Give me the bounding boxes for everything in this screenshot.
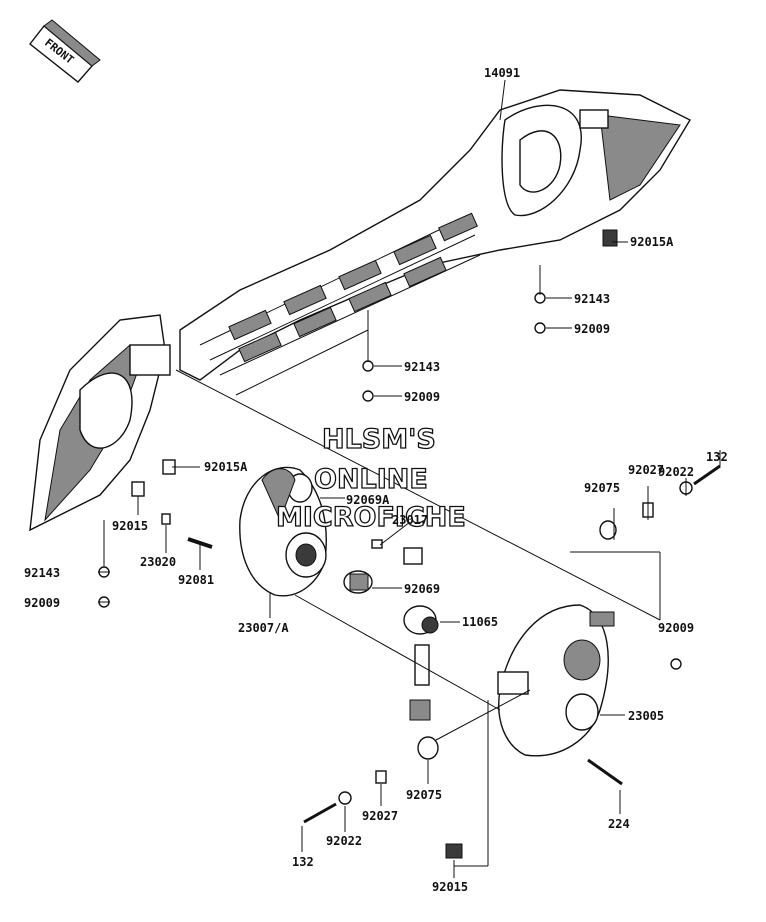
part-labels: 14091 92015A 92143 92009 92143 92009 920… xyxy=(24,66,728,894)
label-92027-bottom: 92027 xyxy=(362,809,398,823)
label-92069: 92069 xyxy=(404,582,440,596)
label-92015-left: 92015 xyxy=(112,519,148,533)
label-92075-right: 92075 xyxy=(584,481,620,495)
bulb-92069 xyxy=(343,570,373,594)
upper-cowl-14091 xyxy=(179,89,691,381)
label-23007a: 23007/A xyxy=(238,621,289,635)
label-92022-bottom: 92022 xyxy=(326,834,362,848)
label-132-right: 132 xyxy=(706,450,728,464)
front-arrow-icon: FRONT xyxy=(29,19,101,83)
label-224: 224 xyxy=(608,817,630,831)
label-23020: 23020 xyxy=(140,555,176,569)
label-92015-bottom: 92015 xyxy=(432,880,468,894)
socket-11065 xyxy=(403,605,439,721)
leader-lines xyxy=(98,79,721,878)
label-92143-top: 92143 xyxy=(574,292,610,306)
label-14091: 14091 xyxy=(484,66,520,80)
headlight-housing-23005 xyxy=(497,604,615,757)
label-23017: 23017 xyxy=(392,513,428,527)
watermark: HLSM'S ONLINE MICROFICHE xyxy=(275,423,466,533)
label-92075-bottom: 92075 xyxy=(406,788,442,802)
label-92143-left: 92143 xyxy=(24,566,60,580)
label-92009-right: 92009 xyxy=(658,621,694,635)
label-92015a-top: 92015A xyxy=(630,235,674,249)
watermark-line-1: HLSM'S xyxy=(322,424,436,455)
label-92022-right: 92022 xyxy=(658,465,694,479)
label-92143-mid: 92143 xyxy=(404,360,440,374)
label-92009-left: 92009 xyxy=(24,596,60,610)
label-23005: 23005 xyxy=(628,709,664,723)
label-92009-mid: 92009 xyxy=(404,390,440,404)
label-92069a: 92069A xyxy=(346,493,390,507)
left-side-cowl xyxy=(29,314,171,532)
label-92027-right: 92027 xyxy=(628,463,664,477)
watermark-line-2: ONLINE xyxy=(314,464,428,495)
watermark-line-3: MICROFICHE xyxy=(276,502,466,533)
label-92009-top: 92009 xyxy=(574,322,610,336)
label-132-bottom: 132 xyxy=(292,855,314,869)
label-92081: 92081 xyxy=(178,573,214,587)
bulb-23017 xyxy=(403,547,423,565)
label-92015a-left: 92015A xyxy=(204,460,248,474)
hardware xyxy=(98,229,721,859)
label-11065: 11065 xyxy=(462,615,498,629)
headlight-housing-23007 xyxy=(239,466,327,597)
